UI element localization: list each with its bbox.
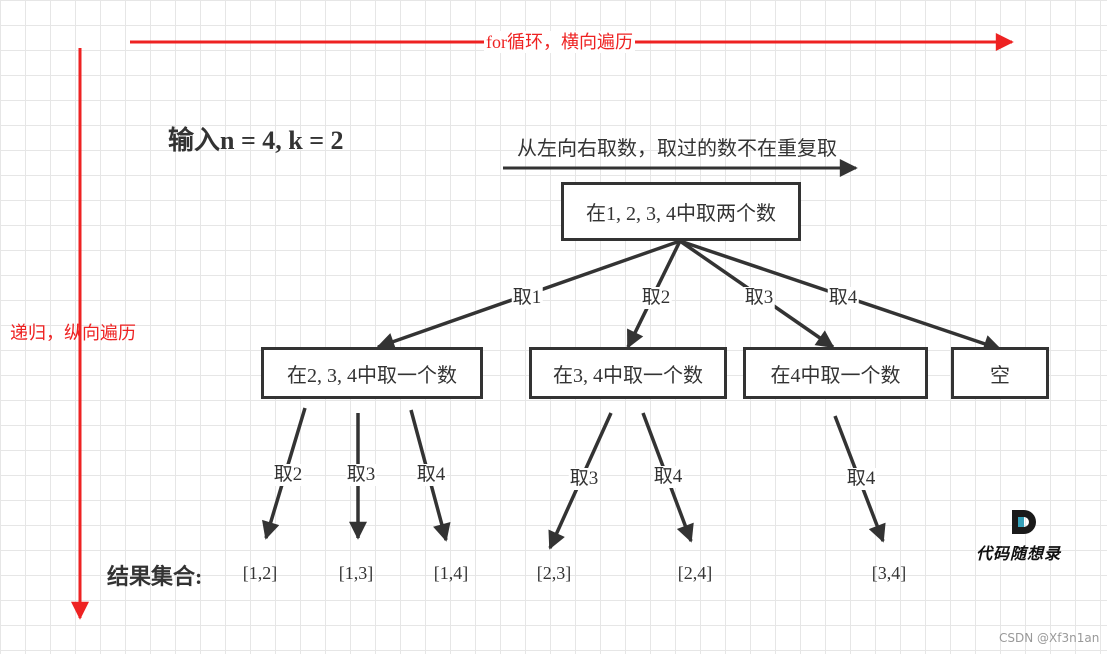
node-n3-label: 在4中取一个数 [770,364,901,387]
results-label: 结果集合: [107,564,203,589]
edge-label-root-n1: 取1 [511,287,543,309]
vertical-traversal-label: 递归，纵向遍历 [10,323,136,343]
node-n4-label: 空 [990,364,1010,387]
edge-label-n1-r13: 取3 [345,464,377,486]
edge-label-n3-r34: 取4 [845,468,877,490]
node-n2: 在3, 4中取一个数 [529,347,727,399]
result-item: [1,3] [338,563,374,583]
node-root-label: 在1, 2, 3, 4中取两个数 [586,203,776,225]
node-n3: 在4中取一个数 [743,347,928,399]
edge-label-n1-r14: 取4 [415,464,447,486]
node-n2-label: 在3, 4中取一个数 [553,364,703,387]
d-logo-icon [1012,510,1036,534]
node-root: 在1, 2, 3, 4中取两个数 [561,182,801,241]
edge-label-n1-r12: 取2 [272,464,304,486]
result-item: [1,4] [433,563,469,583]
node-n1-label: 在2, 3, 4中取一个数 [287,364,457,387]
result-item: [1,2] [242,563,278,583]
result-item: [3,4] [871,563,907,583]
result-item: [2,3] [536,563,572,583]
edge-label-n2-r24: 取4 [652,466,684,488]
edge-label-root-n4: 取4 [827,287,859,309]
edge-label-n2-r23: 取3 [568,468,600,490]
input-label: 输入n = 4, k = 2 [168,126,344,155]
node-n4: 空 [951,347,1049,399]
node-n1: 在2, 3, 4中取一个数 [261,347,483,399]
direction-label: 从左向右取数，取过的数不在重复取 [517,138,837,160]
edge-label-root-n2: 取2 [640,287,672,309]
horizontal-traversal-label: for循环，横向遍历 [484,31,635,53]
result-item: [2,4] [677,563,713,583]
watermark: CSDN @Xf3n1an [999,631,1100,645]
edge-label-root-n3: 取3 [743,287,775,309]
logo-text: 代码随想录 [976,546,1062,563]
